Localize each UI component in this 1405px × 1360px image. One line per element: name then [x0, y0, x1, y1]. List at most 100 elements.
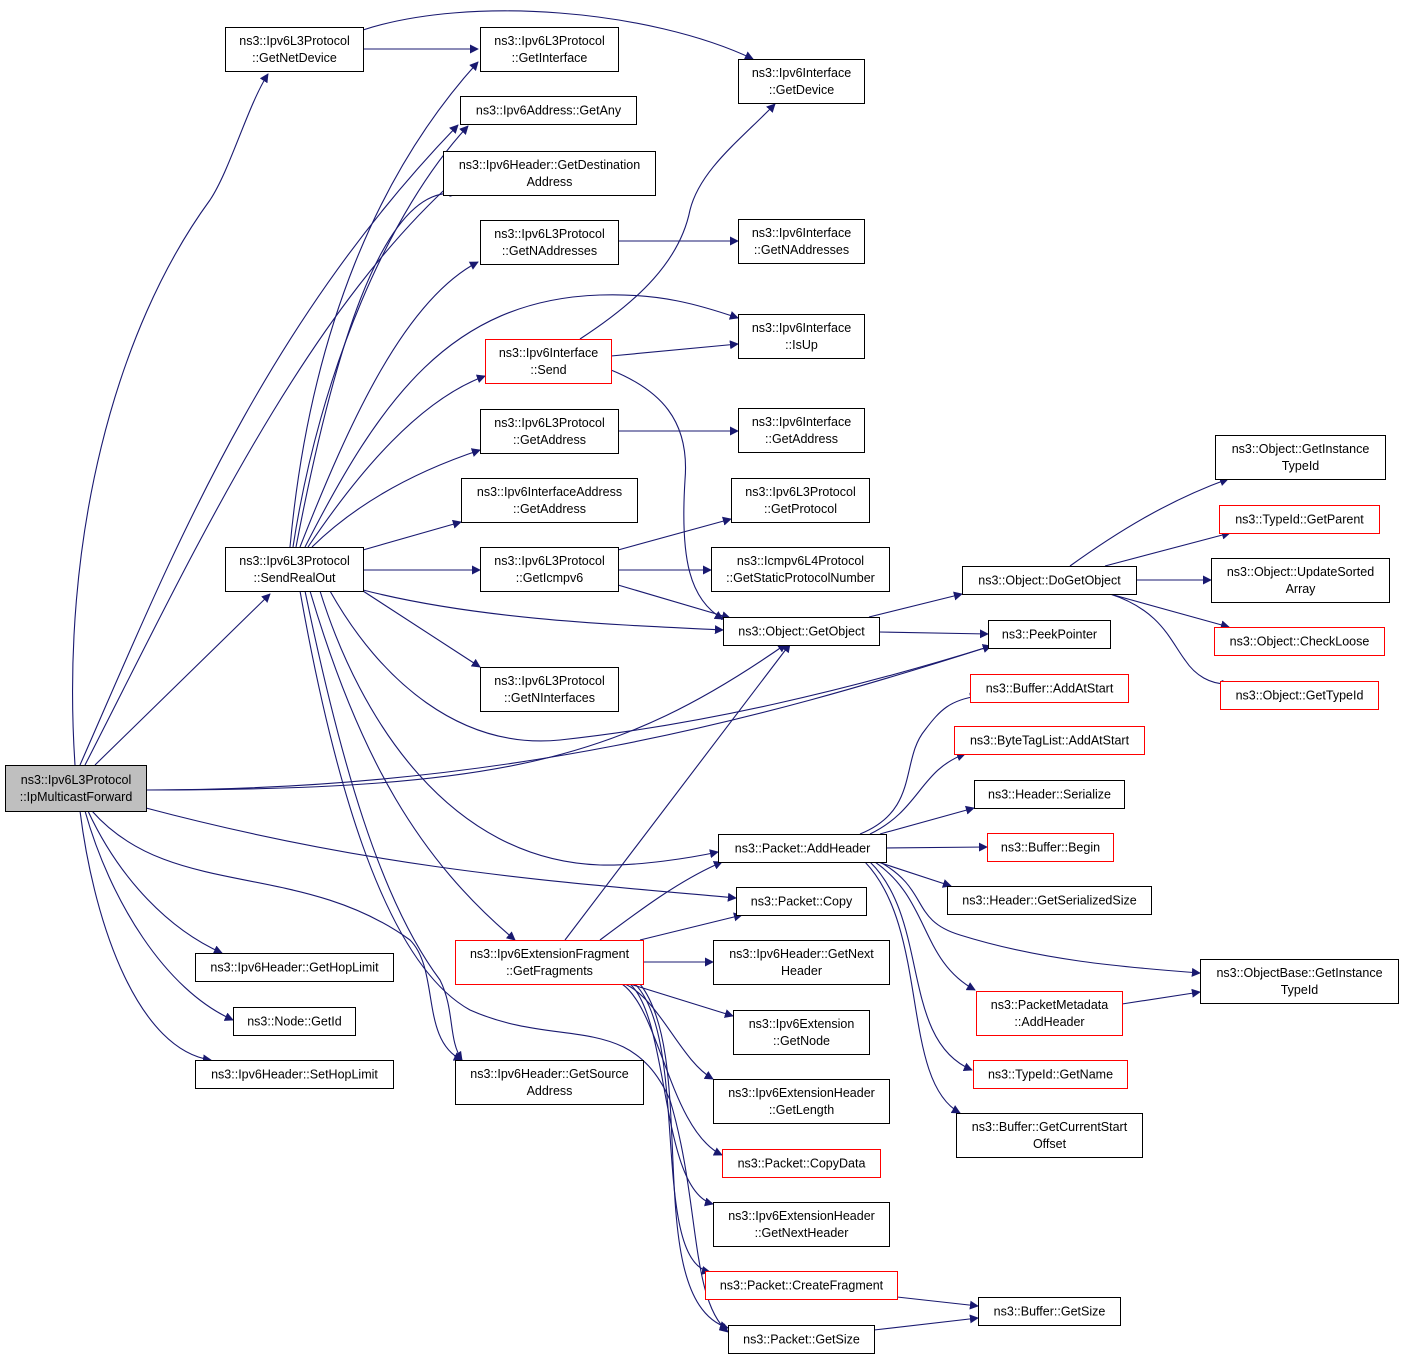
node-box — [978, 1297, 1121, 1326]
edge-line — [629, 983, 734, 1018]
node-extFragGet[interactable]: ns3::Ipv6ExtensionFragment::GetFragments — [455, 940, 644, 985]
node-ifaGetAddress[interactable]: ns3::Ipv6InterfaceAddress::GetAddress — [461, 478, 638, 523]
node-label-line: ::SendRealOut — [254, 571, 337, 585]
node-box — [480, 220, 619, 265]
node-label-line: ns3::Icmpv6L4Protocol — [737, 554, 864, 568]
edge-pktAddHeader-to-bufBegin — [885, 842, 988, 852]
node-ifGetAddress[interactable]: ns3::Ipv6Interface::GetAddress — [738, 408, 865, 453]
edge-line — [362, 10, 754, 60]
node-sendRealOut[interactable]: ns3::Ipv6L3Protocol::SendRealOut — [225, 547, 364, 592]
edge-sendRealOut-to-pktGetSize — [299, 590, 729, 1333]
edge-sendRealOut-to-hdrGetSource — [304, 590, 463, 1061]
edge-line — [145, 644, 992, 791]
edge-root-to-peekPointer — [145, 644, 992, 791]
edge-line — [1109, 593, 1230, 630]
node-ifGetNAddr[interactable]: ns3::Ipv6Interface::GetNAddresses — [738, 219, 865, 264]
node-hdrGetNext[interactable]: ns3::Ipv6Header::GetNextHeader — [713, 940, 890, 985]
node-box — [713, 1079, 890, 1124]
node-bufGetSize[interactable]: ns3::Buffer::GetSize — [978, 1297, 1121, 1326]
edge-objGetObject-to-objDoGetObject — [868, 591, 963, 618]
edge-l3GetIcmpv6-to-l3GetProtocol — [617, 516, 732, 551]
node-box — [956, 1113, 1143, 1158]
node-l3GetNIf[interactable]: ns3::Ipv6L3Protocol::GetNInterfaces — [480, 667, 619, 712]
node-box — [738, 59, 865, 104]
edge-line — [1121, 988, 1201, 1005]
edge-line — [639, 912, 743, 941]
node-label-line: Address — [527, 175, 573, 189]
node-box — [973, 1060, 1128, 1089]
node-bufAddAtStart[interactable]: ns3::Buffer::AddAtStart — [970, 674, 1129, 703]
node-l3GetProtocol[interactable]: ns3::Ipv6L3Protocol::GetProtocol — [731, 478, 870, 523]
node-extGetNode[interactable]: ns3::Ipv6Extension::GetNode — [733, 1010, 870, 1055]
node-hdrGetSerSize[interactable]: ns3::Header::GetSerializedSize — [947, 886, 1152, 915]
edge-pktGetSize-to-bufGetSize — [873, 1314, 979, 1331]
node-ifGetDevice[interactable]: ns3::Ipv6Interface::GetDevice — [738, 59, 865, 104]
node-label-line: ::GetNAddresses — [754, 243, 849, 257]
node-peekPointer[interactable]: ns3::PeekPointer — [988, 620, 1111, 649]
node-box — [1215, 435, 1386, 480]
node-ifIsUp[interactable]: ns3::Ipv6Interface::IsUp — [738, 314, 865, 359]
node-label-line: ns3::Ipv6L3Protocol — [239, 34, 350, 48]
node-addrGetAny[interactable]: ns3::Ipv6Address::GetAny — [460, 96, 637, 125]
node-root[interactable]: ns3::Ipv6L3Protocol::IpMulticastForward — [5, 765, 147, 812]
node-ifSend[interactable]: ns3::Ipv6Interface::Send — [485, 339, 612, 384]
node-pktAddHeader[interactable]: ns3::Packet::AddHeader — [718, 834, 887, 863]
node-tidGetParent[interactable]: ns3::TypeId::GetParent — [1219, 505, 1380, 534]
node-objCheckLoose[interactable]: ns3::Object::CheckLoose — [1214, 627, 1385, 656]
node-tidGetName[interactable]: ns3::TypeId::GetName — [973, 1060, 1128, 1089]
node-nodeGetId[interactable]: ns3::Node::GetId — [233, 1007, 356, 1036]
node-getNetDevice[interactable]: ns3::Ipv6L3Protocol::GetNetDevice — [225, 27, 364, 72]
node-pmAddHeader[interactable]: ns3::PacketMetadata::AddHeader — [976, 991, 1123, 1036]
node-label-line: ns3::Ipv6Interface — [752, 66, 851, 80]
node-box — [713, 940, 890, 985]
node-label-line: ns3::Object::GetTypeId — [1236, 689, 1364, 703]
edge-line — [878, 629, 989, 639]
node-box — [738, 408, 865, 453]
node-bufBegin[interactable]: ns3::Buffer::Begin — [987, 833, 1114, 862]
edge-line — [145, 643, 787, 791]
node-objGetTypeId[interactable]: ns3::Object::GetTypeId — [1220, 681, 1379, 710]
node-l3GetNAddr[interactable]: ns3::Ipv6L3Protocol::GetNAddresses — [480, 220, 619, 265]
node-objDoGetObject[interactable]: ns3::Object::DoGetObject — [962, 566, 1137, 595]
node-hdrSetHopLimit[interactable]: ns3::Ipv6Header::SetHopLimit — [195, 1060, 394, 1089]
node-label-line: ns3::Packet::CreateFragment — [720, 1279, 884, 1293]
node-l3GetInterface[interactable]: ns3::Ipv6L3Protocol::GetInterface — [480, 27, 619, 72]
node-label-line: ns3::Header::Serialize — [988, 788, 1111, 802]
node-box — [974, 780, 1125, 809]
node-hdrSerialize[interactable]: ns3::Header::Serialize — [974, 780, 1125, 809]
edge-objDoGetObject-to-tidGetParent — [1104, 530, 1231, 567]
node-icmpStatic[interactable]: ns3::Icmpv6L4Protocol::GetStaticProtocol… — [711, 547, 890, 592]
node-label-line: ::GetAddress — [765, 432, 838, 446]
node-l3GetAddress[interactable]: ns3::Ipv6L3Protocol::GetAddress — [480, 409, 619, 454]
edge-sendRealOut-to-ifIsUp — [304, 294, 739, 548]
node-extHdrNext[interactable]: ns3::Ipv6ExtensionHeader::GetNextHeader — [713, 1202, 890, 1247]
edge-pktAddHeader-to-bufAddAtStart — [859, 692, 979, 835]
node-pktGetSize[interactable]: ns3::Packet::GetSize — [728, 1325, 875, 1354]
edge-root-to-nodeGetId — [84, 810, 234, 1021]
edge-ifSend-to-ifGetDevice — [579, 103, 776, 340]
node-box — [1214, 627, 1385, 656]
node-l3GetIcmpv6[interactable]: ns3::Ipv6L3Protocol::GetIcmpv6 — [480, 547, 619, 592]
node-pktCreateFrag[interactable]: ns3::Packet::CreateFragment — [705, 1271, 898, 1300]
node-label-line: ns3::Ipv6Header::GetSource — [470, 1067, 628, 1081]
edge-line — [868, 591, 963, 618]
node-objGetObject[interactable]: ns3::Object::GetObject — [723, 617, 880, 646]
node-hdrGetHopLimit[interactable]: ns3::Ipv6Header::GetHopLimit — [195, 953, 394, 982]
edge-line — [634, 983, 711, 1275]
node-label-line: ns3::Object::UpdateSorted — [1227, 565, 1374, 579]
node-pktCopy[interactable]: ns3::Packet::Copy — [736, 887, 867, 916]
node-extHdrLen[interactable]: ns3::Ipv6ExtensionHeader::GetLength — [713, 1079, 890, 1124]
node-box — [195, 1060, 394, 1089]
node-pktCopyData[interactable]: ns3::Packet::CopyData — [722, 1149, 881, 1178]
node-btlAddAtStart[interactable]: ns3::ByteTagList::AddAtStart — [954, 726, 1145, 755]
edge-root-to-hdrSetHopLimit — [79, 810, 212, 1064]
edge-root-to-objGetObject — [145, 643, 787, 791]
edge-pktAddHeader-to-hdrGetSerSize — [877, 861, 952, 888]
